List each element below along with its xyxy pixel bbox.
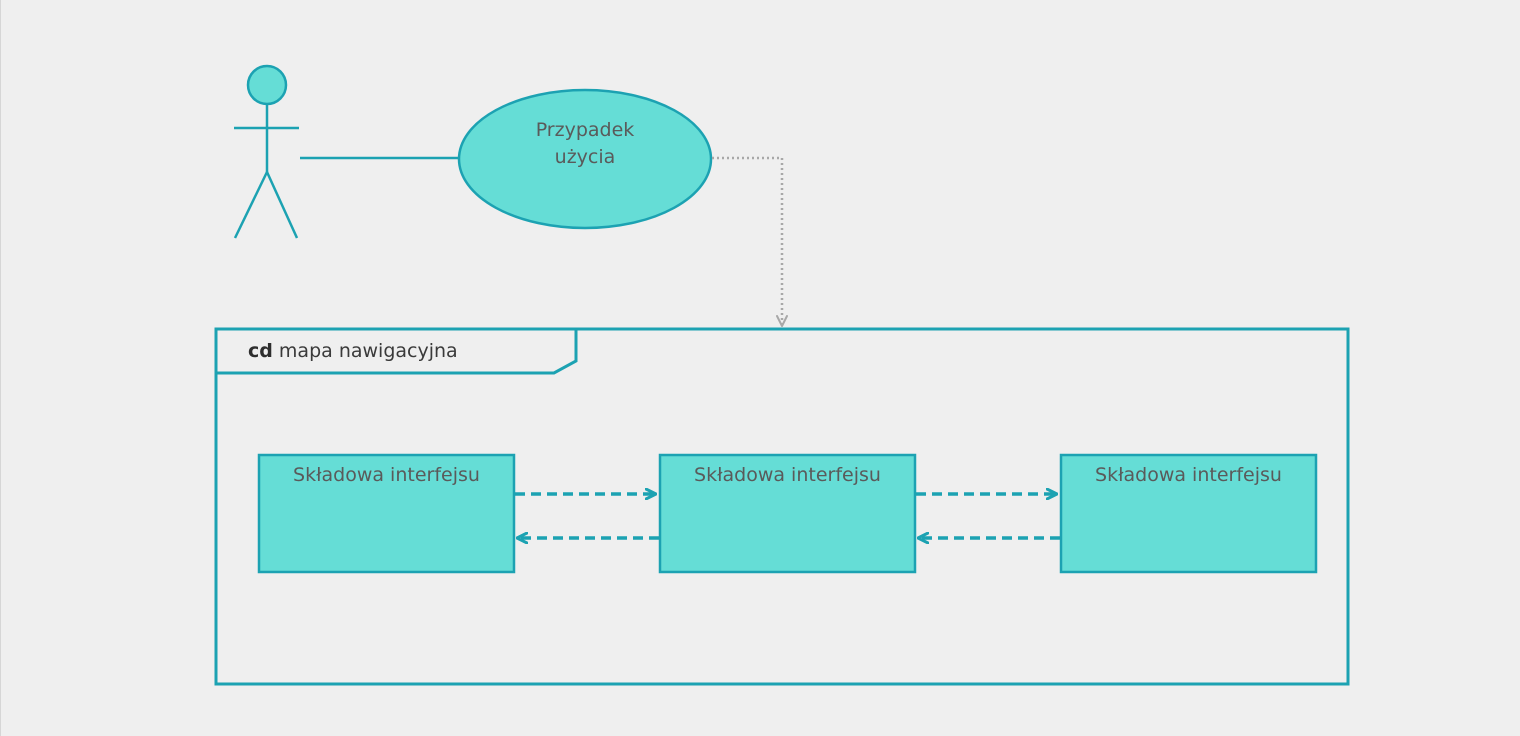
- diagram-frame: [214, 327, 1350, 686]
- component-box-3: [1059, 453, 1318, 574]
- component-label-2: Składowa interfejsu: [694, 464, 881, 486]
- actor-left-leg: [233, 171, 269, 239]
- component-box-1: [257, 453, 516, 574]
- actor-figure: [233, 64, 299, 239]
- component-label-3: Składowa interfejsu: [1095, 464, 1282, 486]
- frame-label-tab: [216, 329, 578, 375]
- use-case-label: Przypadek użycia: [485, 117, 685, 171]
- frame-keyword: cd: [248, 340, 273, 362]
- actor-right-leg: [265, 171, 299, 239]
- component-label-1: Składowa interfejsu: [293, 464, 480, 486]
- use-case-label-line2: użycia: [554, 146, 616, 168]
- component-box-2: [658, 453, 917, 574]
- frame-label: cd mapa nawigacyjna: [248, 340, 458, 362]
- actor-head: [246, 64, 288, 106]
- dependency-dotted-arrow: [712, 156, 788, 327]
- use-case-label-line1: Przypadek: [535, 119, 635, 141]
- frame-name: mapa nawigacyjna: [278, 340, 458, 362]
- use-case-ellipse: [457, 88, 713, 230]
